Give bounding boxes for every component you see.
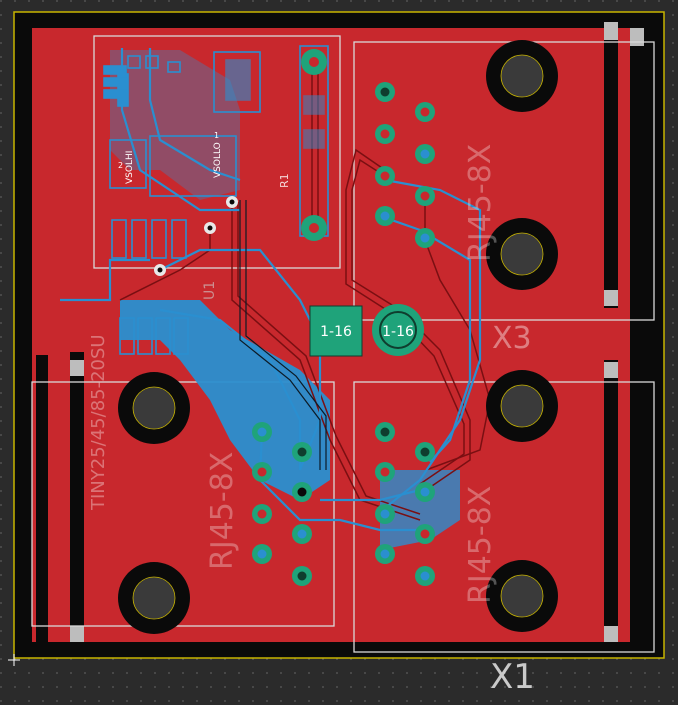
via-icon: [252, 422, 272, 442]
tiny-mcu-label: TINY25/45/85-20SU: [88, 334, 109, 511]
bottom-copper-pour-2: [110, 50, 240, 200]
mounting-hole-icon: [118, 372, 190, 444]
via-icon: [415, 442, 435, 462]
board-outline: [13, 11, 665, 659]
via-icon: [375, 504, 395, 524]
pin-number-2: 2: [118, 161, 123, 170]
via-icon: [415, 186, 435, 206]
via-icon: [415, 524, 435, 544]
mounting-hole-icon: [486, 560, 558, 632]
via-icon: [375, 124, 395, 144]
round-pad-label: 1-16: [382, 324, 414, 340]
mounting-holes: [118, 40, 558, 634]
via-icon: [301, 215, 327, 241]
via-icon: [292, 482, 312, 502]
via-icon: [375, 206, 395, 226]
origin-marker: [8, 654, 20, 666]
square-pad-label: 1-16: [320, 324, 352, 340]
vsollo-label: VSOLLO: [213, 142, 223, 178]
via-icon: [415, 144, 435, 164]
via-icon: [375, 82, 395, 102]
mounting-hole-icon: [118, 562, 190, 634]
r1-label: R1: [278, 173, 291, 188]
mounting-hole-icon: [486, 218, 558, 290]
via-icon: [375, 462, 395, 482]
x3-label: X3: [492, 321, 532, 356]
pin-number-1: 1: [214, 131, 219, 140]
u1-footprint: [103, 45, 329, 355]
via-icon: [252, 504, 272, 524]
via-icon: [415, 102, 435, 122]
via-icon: [375, 544, 395, 564]
via-icon: [292, 566, 312, 586]
bottom-copper-traces-dark: [239, 200, 327, 470]
via-icon: [292, 524, 312, 544]
rj45-bottom-left-label: RJ45-8X: [205, 452, 240, 570]
bottom-copper-pour: [120, 300, 330, 500]
square-pad-1-16[interactable]: 1-16: [309, 305, 363, 357]
rj45-top-right-label: RJ45-8X: [463, 144, 498, 262]
via-icon: [292, 442, 312, 462]
mounting-hole-icon: [486, 40, 558, 112]
mounting-hole-icon: [486, 370, 558, 442]
via-icon: [252, 462, 272, 482]
via-icon: [415, 566, 435, 586]
via-icon: [375, 422, 395, 442]
u1-label: U1: [202, 281, 218, 300]
mounting-slots: [36, 22, 644, 642]
via-icon: [301, 49, 327, 75]
x1-label: X1: [490, 657, 535, 697]
via-icon: [252, 544, 272, 564]
round-pad-1-16[interactable]: 1-16: [372, 304, 424, 356]
via-icon: [375, 166, 395, 186]
smd-labels: VSOLHI VSOLLO 1 2 U1 R1: [118, 131, 291, 300]
via-icon: [415, 482, 435, 502]
small-vias: [154, 196, 238, 276]
bottom-copper-traces: [60, 48, 482, 532]
rj45-bottom-right-label: RJ45-8X: [463, 486, 498, 604]
vsolhi-label: VSOLHI: [125, 151, 135, 184]
via-icon: [415, 228, 435, 248]
connector-pads: [252, 49, 435, 586]
